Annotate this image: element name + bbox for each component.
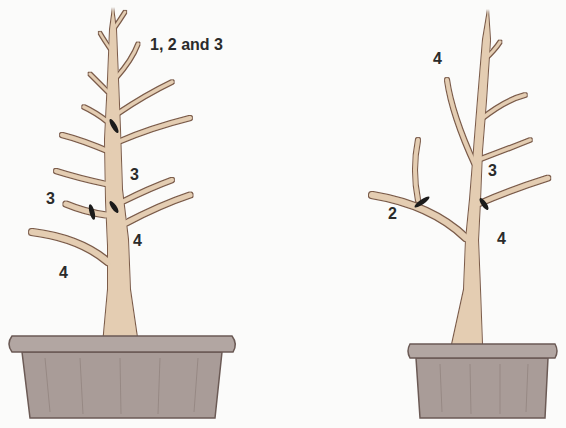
cut-marks bbox=[88, 118, 491, 221]
left-tree bbox=[32, 8, 190, 345]
callout-number: 1, 2 and 3 bbox=[148, 36, 225, 54]
callout-number: 3 bbox=[44, 190, 57, 208]
right-pot bbox=[408, 344, 557, 418]
callout-number: 4 bbox=[57, 264, 70, 282]
callout-number: 2 bbox=[386, 205, 399, 223]
callout-number: 4 bbox=[495, 230, 508, 248]
callout-number: 3 bbox=[128, 166, 141, 184]
callout-number: 4 bbox=[131, 232, 144, 250]
right-tree bbox=[372, 10, 548, 345]
callout-number: 4 bbox=[431, 50, 444, 68]
callout-number: 3 bbox=[486, 162, 499, 180]
left-pot bbox=[9, 336, 235, 418]
